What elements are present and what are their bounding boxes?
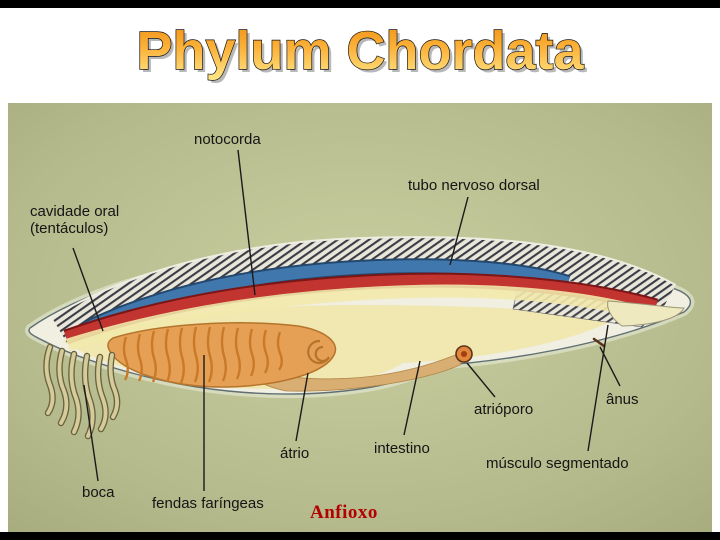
top-border-bar (0, 0, 720, 8)
nerve-cord (83, 260, 570, 335)
notochord (64, 274, 658, 343)
sub-notochord-band (66, 284, 648, 352)
pointer-intestino (403, 360, 421, 436)
label-boca: boca (82, 484, 115, 501)
amphioxus-diagram: notocorda tubo nervoso dorsal cavidade o… (8, 103, 712, 533)
muscle-band (52, 238, 676, 344)
label-musculo-segmentado: músculo segmentado (486, 455, 629, 472)
pointer-atrioporo (466, 362, 496, 398)
label-atrioporo: atrióporo (474, 401, 534, 418)
pointer-atrio (295, 372, 309, 442)
gill-slits (122, 326, 283, 384)
page-title: Phylum Chordata (136, 21, 584, 81)
pointer-cavidade-oral (72, 247, 104, 332)
oral-tentacles (43, 343, 121, 440)
label-atrio: átrio (280, 445, 310, 462)
pointer-tubo-nervoso (449, 196, 469, 266)
label-anus: ânus (606, 391, 639, 408)
bottom-border-bar (0, 532, 720, 540)
pointer-musculo (587, 324, 609, 452)
label-cavidade-oral: cavidade oral (tentáculos) (30, 203, 119, 238)
tail-fin (607, 300, 685, 327)
pointer-lines (72, 149, 621, 491)
label-intestino: intestino (374, 440, 430, 457)
atriopore-center (461, 351, 467, 357)
caption-anfioxo: Anfioxo (310, 502, 378, 523)
hepatic-caecum-spiral (307, 339, 330, 365)
label-cavidade-oral-line1: cavidade oral (30, 203, 120, 220)
anus-opening (592, 337, 606, 348)
pointer-boca (83, 384, 99, 482)
label-notocorda: notocorda (194, 131, 261, 148)
label-fendas-faringeas: fendas faríngeas (152, 495, 264, 512)
page-title-shadow: Phylum Chordata (139, 24, 587, 84)
title-wordart: Phylum Chordata Phylum Chordata (136, 20, 588, 84)
title-area: Phylum Chordata Phylum Chordata (0, 6, 720, 101)
label-tubo-nervoso-dorsal: tubo nervoso dorsal (408, 177, 540, 194)
amphioxus-illustration (8, 103, 712, 533)
pointer-notocorda (237, 149, 256, 296)
label-cavidade-oral-line2: (tentáculos) (30, 220, 109, 238)
